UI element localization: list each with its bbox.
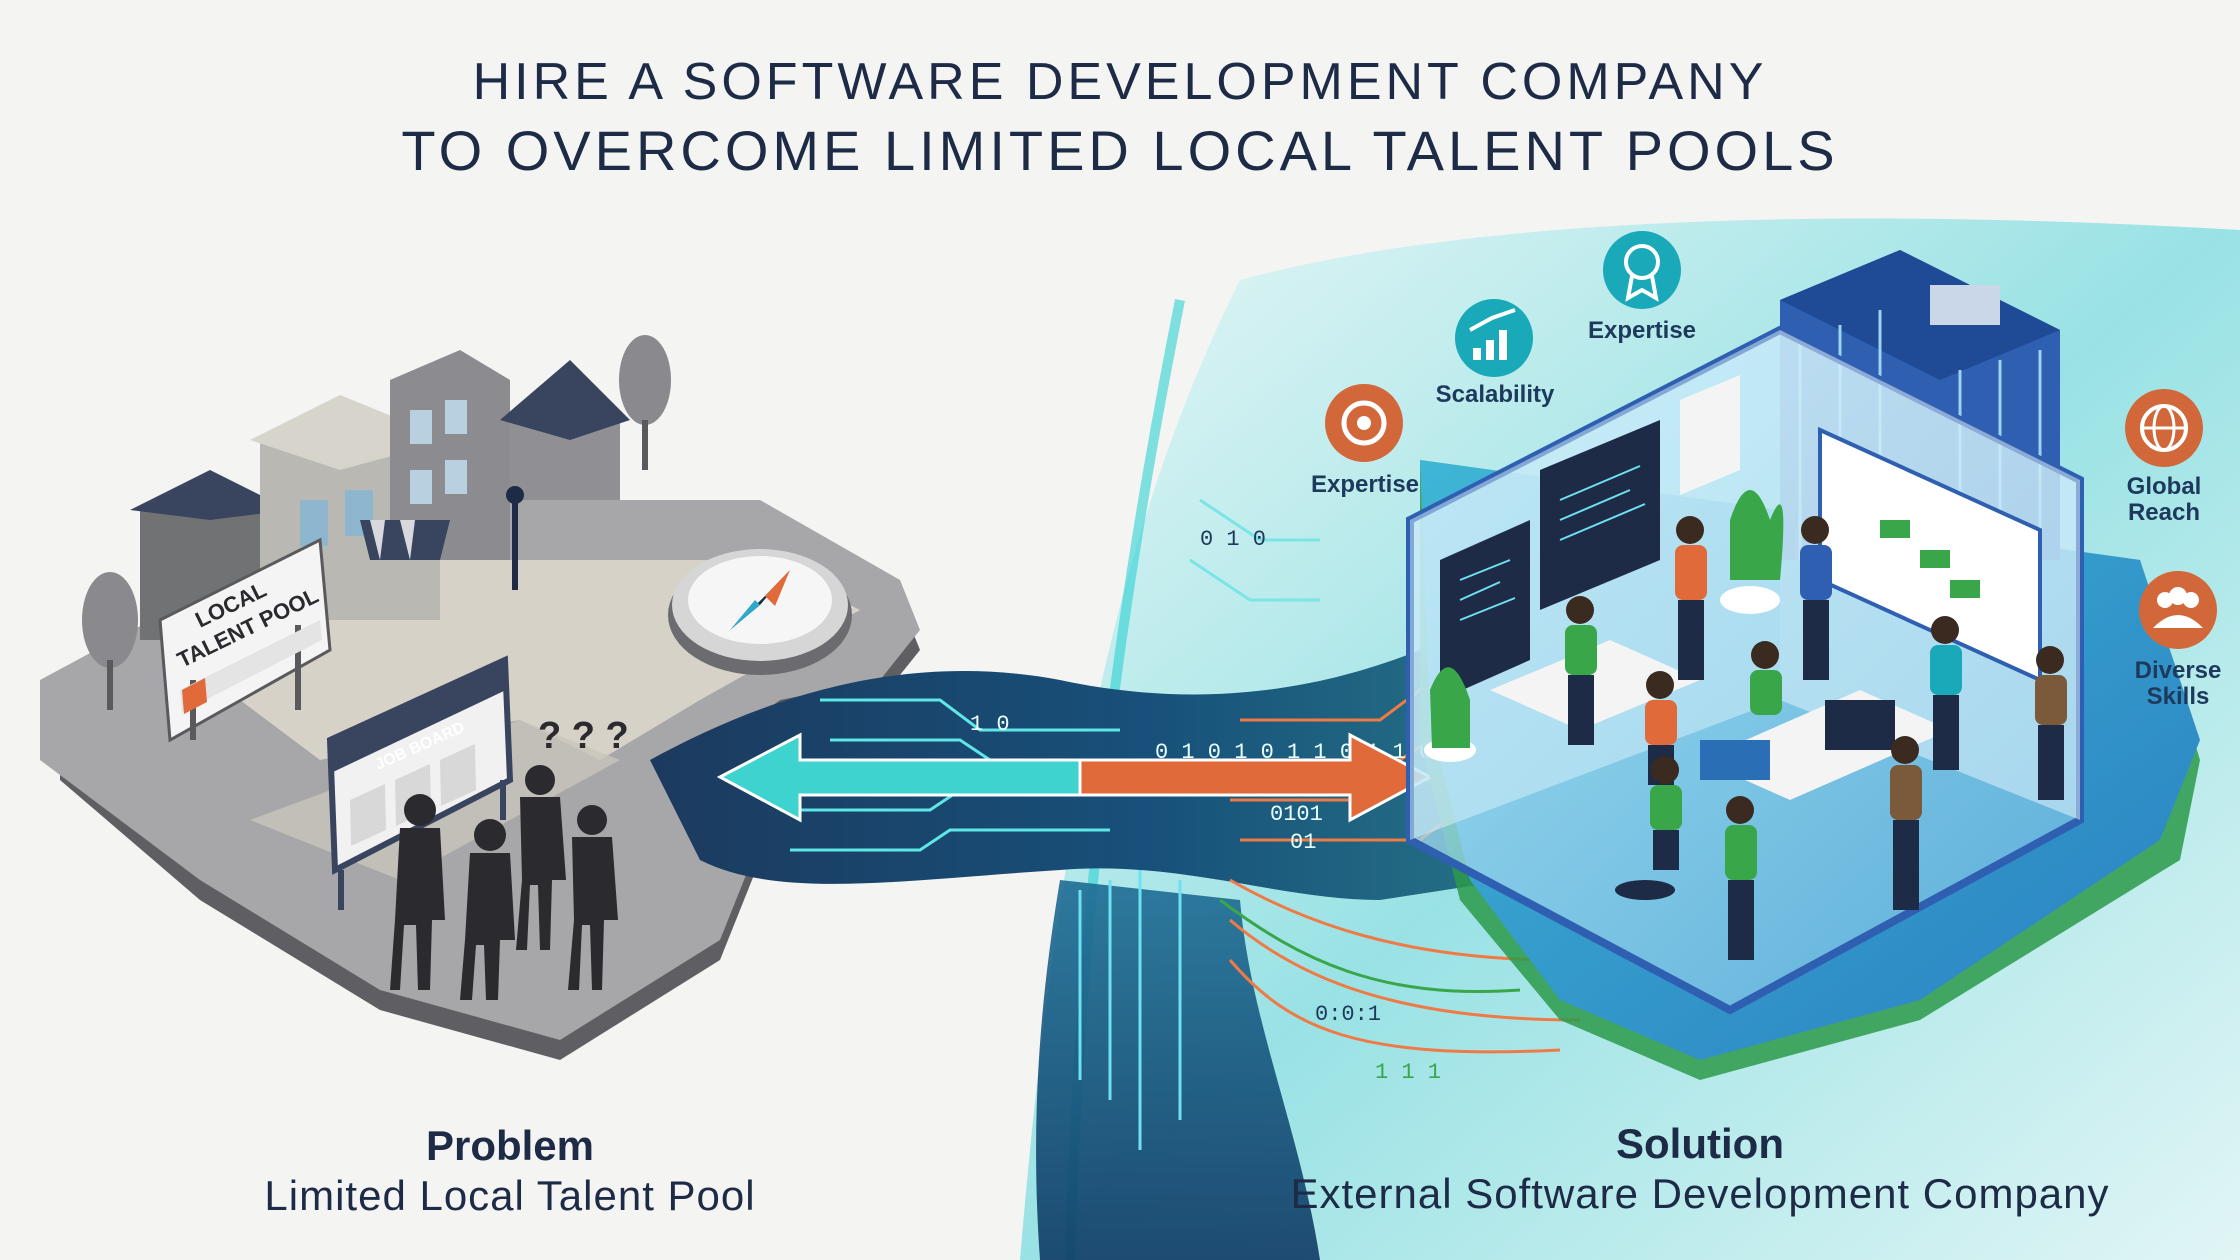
binary-7: 1 1 1: [1375, 1060, 1441, 1085]
binary-4: 0101: [1270, 802, 1323, 827]
award-ribbon-icon: [1603, 231, 1681, 309]
badge-label-diverse-skills: Diverse Skills: [2134, 657, 2222, 710]
growth-chart-icon: [1455, 299, 1533, 377]
local-talent-pool-sign: [158, 537, 332, 743]
job-seekers: [390, 765, 618, 1000]
binary-5: 01: [1290, 830, 1316, 855]
binary-2: 0 1 0: [1200, 527, 1266, 552]
developers: [1565, 516, 2067, 960]
gear-icon: [1325, 384, 1403, 462]
question-marks: ? ? ?: [538, 715, 629, 757]
team-icon: [2139, 571, 2217, 649]
binary-6: 0:0:1: [1315, 1002, 1381, 1027]
exchange-arrows: [716, 732, 1434, 823]
badge-label-scalability: Scalability: [1435, 381, 1555, 408]
badge-label-expertise-top: Expertise: [1587, 317, 1697, 344]
page-title-line1: HIRE A SOFTWARE DEVELOPMENT COMPANY: [472, 53, 1768, 111]
job-board: [326, 655, 514, 910]
problem-heading: Problem: [425, 1122, 595, 1169]
badge-label-global-reach: Global Reach: [2126, 473, 2202, 526]
globe-icon: [2125, 389, 2203, 467]
binary-1: 1 0: [970, 712, 1010, 737]
page-title-line2: TO OVERCOME LIMITED LOCAL TALENT POOLS: [401, 119, 1839, 182]
compass-icon: [668, 549, 852, 675]
solution-heading: Solution: [1616, 1120, 1784, 1167]
solution-subtitle: External Software Development Company: [1290, 1170, 2110, 1217]
badge-label-expertise-left: Expertise: [1310, 471, 1420, 498]
problem-subtitle: Limited Local Talent Pool: [264, 1172, 756, 1219]
